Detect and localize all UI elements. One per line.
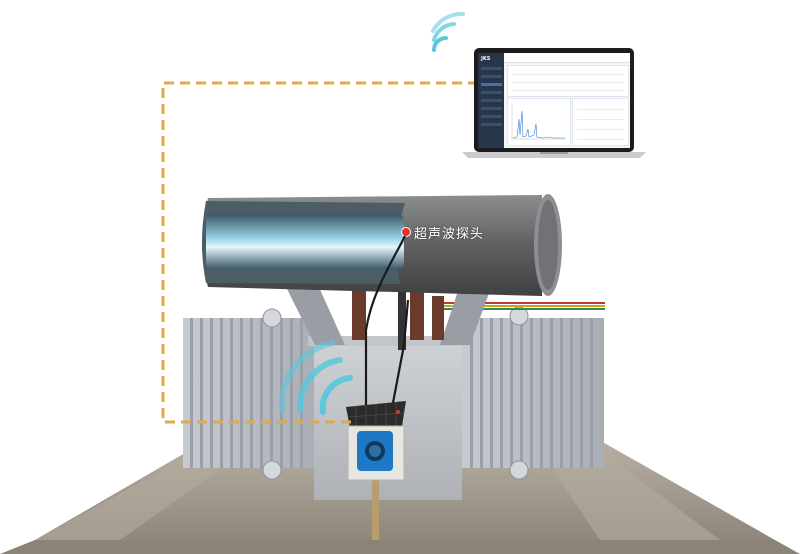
laptop-params-card	[572, 98, 629, 146]
laptop-nav-item	[481, 107, 502, 110]
laptop-sidebar: JKS	[478, 53, 504, 148]
dashed-data-link	[161, 81, 478, 424]
wifi-icon	[431, 11, 465, 52]
laptop-info-card	[507, 65, 629, 97]
laptop-nav-item	[481, 75, 502, 78]
laptop-topbar	[504, 53, 630, 63]
ultrasonic-probe	[401, 227, 411, 237]
laptop-nav-item	[481, 91, 502, 94]
laptop-nav-item	[481, 99, 502, 102]
laptop-spectrum-chart	[511, 105, 566, 140]
laptop-nav-item	[481, 83, 502, 86]
laptop-nav-item	[481, 123, 502, 126]
monitoring-device	[346, 401, 406, 540]
ultrasonic-wave-arcs	[278, 340, 353, 415]
laptop-screen: JKS	[478, 53, 630, 148]
support-legs	[285, 285, 492, 350]
probe-cables	[364, 235, 410, 409]
gis-cylinder	[202, 194, 562, 296]
laptop-logo: JKS	[481, 56, 491, 62]
laptop-chart-card	[507, 98, 571, 146]
laptop-nav-item	[481, 67, 502, 70]
left-radiator-bank	[183, 308, 318, 480]
probe-label: 超声波探头	[414, 227, 485, 242]
laptop-nav-item	[481, 115, 502, 118]
